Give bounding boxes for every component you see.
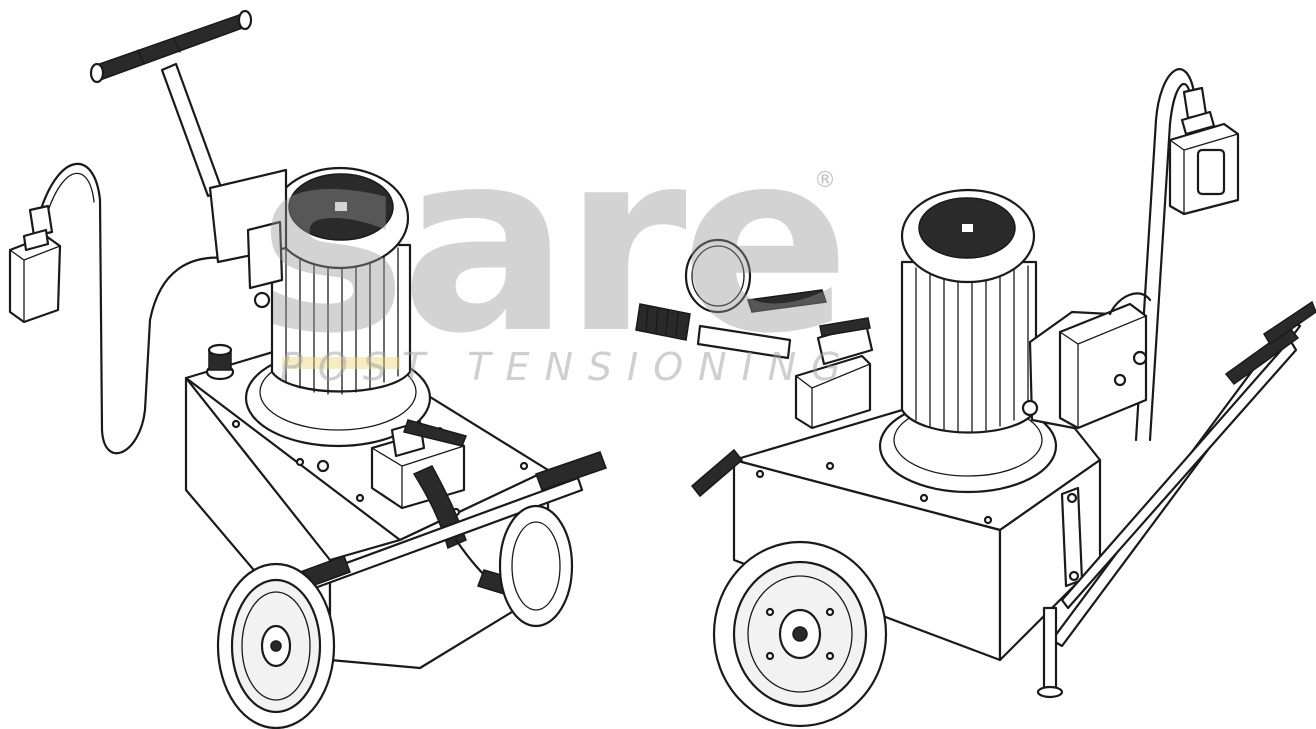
t-handle-left	[89, 9, 253, 198]
control-box-right	[1021, 292, 1152, 430]
wheel-left-rear	[498, 504, 574, 628]
wheel-right-front	[712, 540, 888, 728]
remote-pendant-right	[1134, 68, 1240, 442]
electric-motor-right	[878, 188, 1058, 494]
remote-pendant-left	[8, 162, 227, 455]
handlebar-right	[690, 300, 1316, 699]
wheel-left-front	[216, 562, 336, 729]
control-valve-right	[635, 238, 874, 430]
filler-cap-left	[205, 343, 235, 381]
electric-motor-left	[208, 166, 432, 448]
pump-unit-right	[635, 68, 1316, 728]
pump-unit-left	[8, 9, 607, 729]
